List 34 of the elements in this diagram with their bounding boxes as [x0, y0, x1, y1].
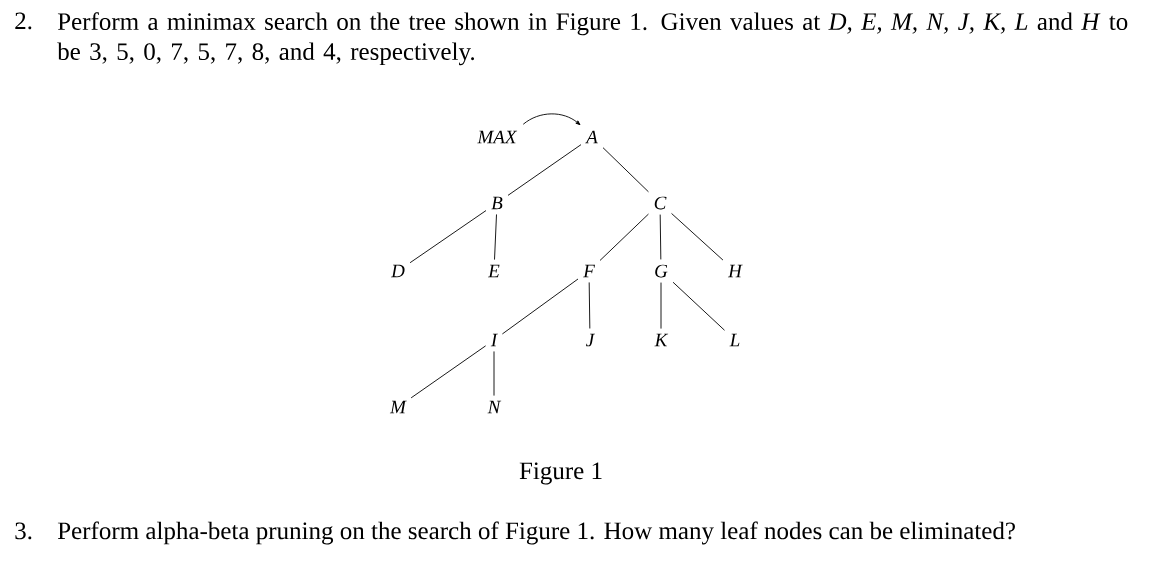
node-letter: C [654, 196, 667, 210]
branch-line [493, 351, 495, 397]
branch-line [501, 278, 579, 335]
branch-line [599, 213, 649, 261]
branch-line [671, 213, 724, 261]
branch-line [507, 144, 582, 196]
node-letter: B [491, 196, 503, 210]
branch-line [660, 282, 662, 330]
branch-line [672, 281, 725, 331]
node-letter: I [490, 333, 498, 347]
branch-line [602, 147, 649, 193]
question-text: Perform a minimax search on the tree shown in Figure 1. Given values at D, E, M, N, J, K, L and H to be 3, 5, 0, 7, 5, 7, 8, and 4, respectively. [57, 12, 1128, 66]
node-letter: G [655, 264, 668, 278]
node-letter: F [583, 264, 595, 278]
branch-line [409, 210, 487, 264]
node-letter: J [586, 333, 595, 347]
node-letter: A [585, 130, 598, 144]
branch-line [659, 214, 662, 260]
branch-line [410, 345, 487, 399]
node-letter: H [727, 264, 743, 278]
node-letter: D [390, 264, 405, 278]
curved-arrow [522, 113, 581, 126]
node-letter: N [487, 400, 502, 414]
branch-line [494, 214, 497, 261]
question-number: 2. [15, 12, 32, 30]
node-letter: M [389, 400, 407, 414]
node-letter: L [729, 333, 740, 347]
figure-caption: Figure 1 [519, 462, 602, 485]
branch-line [588, 281, 591, 329]
level-label: MAX [477, 130, 518, 144]
node-letter: E [488, 264, 500, 278]
node-letter: K [654, 333, 669, 347]
question-text: Perform alpha-beta pruning on the search of Figure 1. How many leaf nodes can be eliminated? [57, 521, 1015, 545]
question-number: 3. [15, 522, 32, 540]
